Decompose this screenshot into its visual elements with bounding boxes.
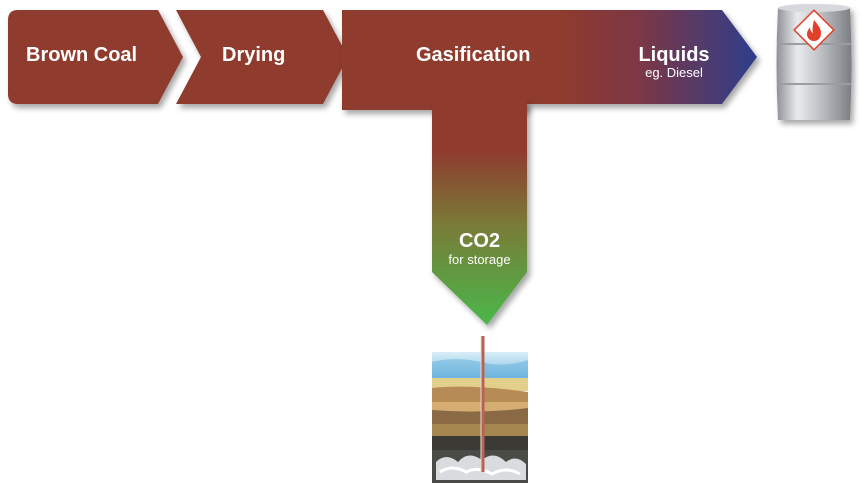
drying-label: Drying (222, 44, 286, 66)
gasification-label: Gasification (416, 44, 531, 66)
co2-label-group: CO2 for storage (432, 230, 527, 267)
co2-label: CO2 (458, 230, 501, 252)
liquids-label-group: Liquids eg. Diesel (628, 44, 720, 80)
flame-icon (807, 20, 821, 41)
liquids-label: Liquids (638, 44, 710, 66)
brown-coal-arrow (8, 10, 183, 104)
co2-sublabel: for storage (448, 252, 511, 267)
brown-coal-label: Brown Coal (26, 44, 138, 66)
drying-arrow (176, 10, 348, 104)
liquids-sublabel: eg. Diesel (645, 65, 703, 80)
geological-storage-icon (432, 336, 528, 483)
gasification-arrow (342, 10, 757, 110)
co2-branch-arrow (432, 100, 527, 325)
fuel-barrel-icon (776, 4, 852, 120)
